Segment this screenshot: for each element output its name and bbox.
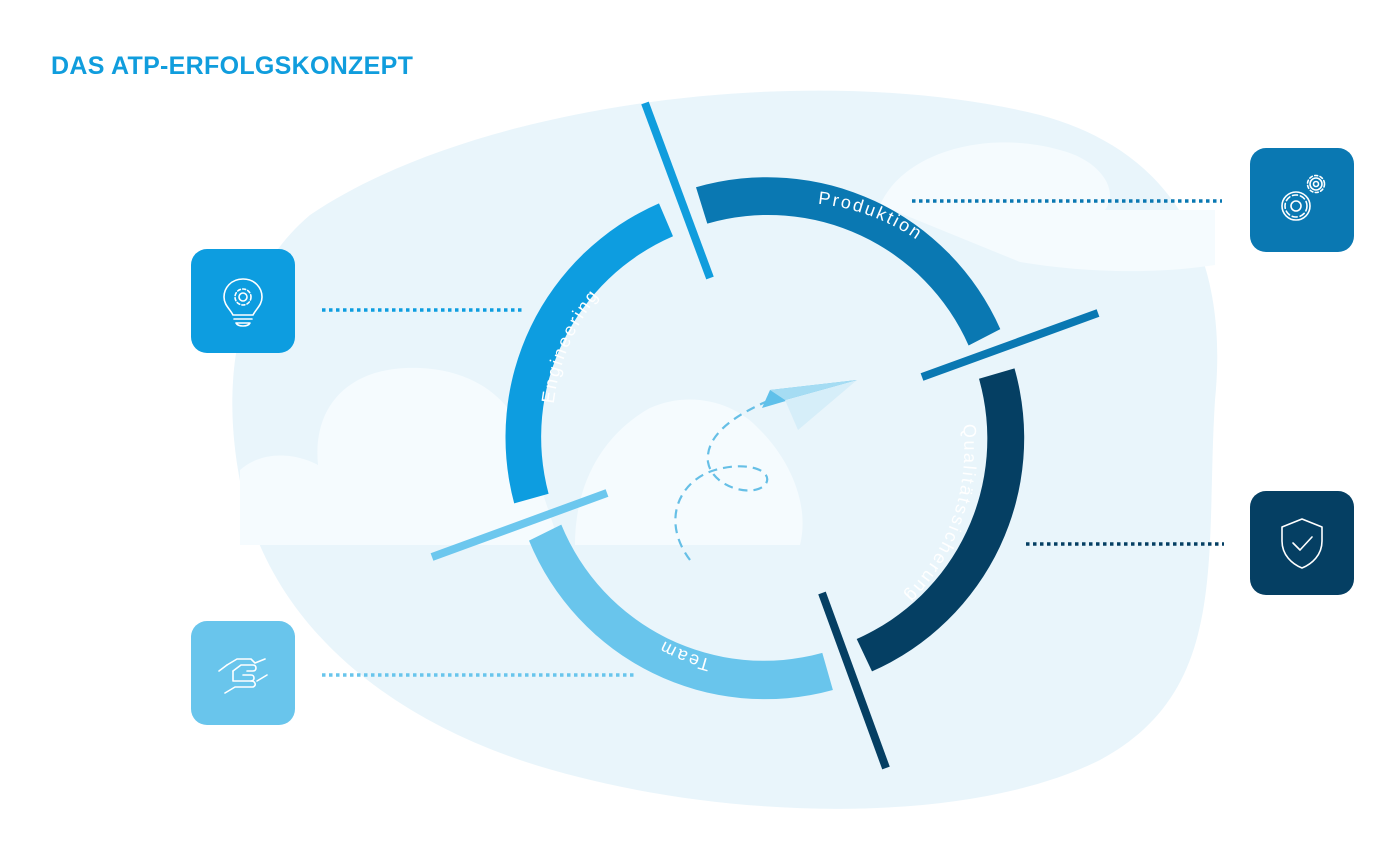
segment-qualitaetssicherung[interactable] bbox=[856, 368, 1025, 672]
qualitaetssicherung-tile bbox=[1250, 491, 1354, 595]
flight-path bbox=[674, 398, 771, 561]
gears-icon bbox=[1281, 174, 1326, 221]
segment-produktion[interactable] bbox=[696, 177, 1001, 346]
handshake-icon bbox=[218, 658, 268, 694]
lightbulb-gear-icon bbox=[223, 278, 263, 327]
segment-engineering[interactable] bbox=[505, 203, 673, 504]
paper-plane-icon bbox=[762, 380, 857, 430]
divider-bottom bbox=[818, 591, 890, 770]
divider-left bbox=[430, 489, 609, 561]
shield-check-icon bbox=[1281, 518, 1323, 569]
cloud-center bbox=[575, 399, 803, 545]
produktion-tile bbox=[1250, 148, 1354, 252]
segment-team[interactable] bbox=[529, 524, 833, 700]
cloud-left bbox=[240, 367, 560, 545]
cloud-right bbox=[880, 142, 1215, 272]
page-title: DAS ATP-ERFOLGSKONZEPT bbox=[51, 52, 414, 80]
engineering-tile bbox=[191, 249, 295, 353]
divider-right bbox=[920, 309, 1100, 381]
divider-top bbox=[641, 101, 714, 280]
team-tile bbox=[191, 621, 295, 725]
